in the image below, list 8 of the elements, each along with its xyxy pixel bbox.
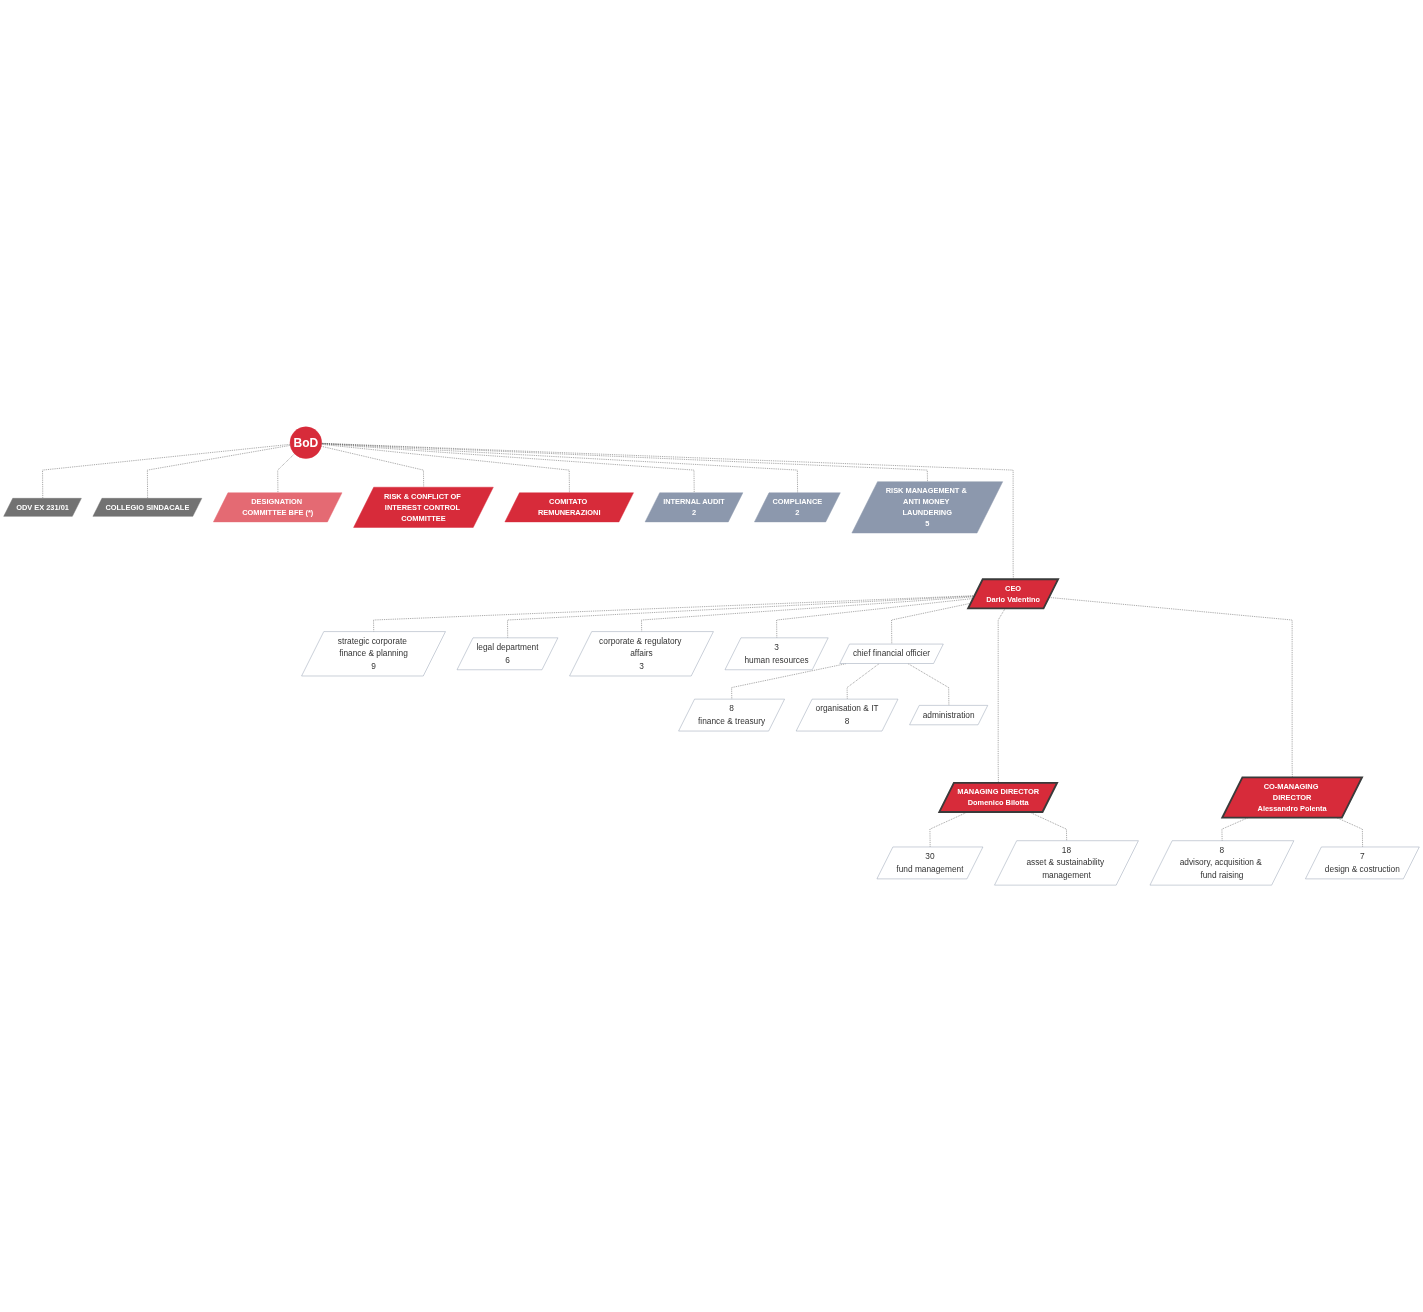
connector xyxy=(373,595,976,633)
node-circle: BoD xyxy=(289,426,322,459)
connector xyxy=(641,596,975,633)
connector xyxy=(507,595,975,639)
connector xyxy=(321,444,570,494)
connector xyxy=(776,598,974,639)
connector xyxy=(321,443,695,494)
connector xyxy=(321,443,798,494)
